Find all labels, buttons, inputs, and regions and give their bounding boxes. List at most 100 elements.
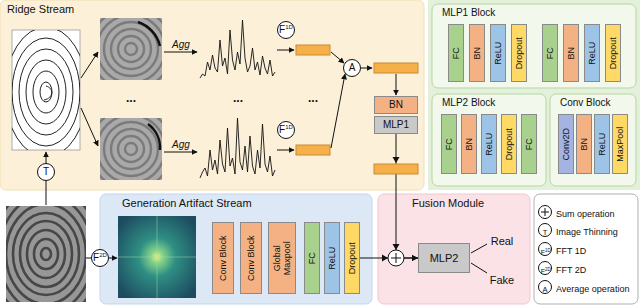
legend-symbol-text: 2D [545,267,551,272]
operation-label: Agg [172,39,190,50]
relu-layer: ReLU [594,114,610,174]
ridge [111,29,151,69]
layer-label: FC [451,47,461,59]
output-label: Real [491,235,514,247]
thinned-fingerprint [12,30,80,150]
selected-ridge [138,22,160,46]
fft2d-operator: F2D [91,249,109,267]
layer-label: Global Maxpool [272,238,293,278]
arrow-head [393,157,400,163]
operator-symbol: A [349,62,356,74]
layer-label: MLP1 [383,119,409,131]
arrow-head [382,255,388,262]
ridge [100,18,162,80]
ridge [100,118,162,180]
operator-superscript: 1D [285,24,293,31]
legend-symbol-text: F [541,249,545,256]
layer-label: FC [545,47,555,59]
operation-label: Agg [172,139,190,150]
operator-symbol: F [279,24,285,36]
legend-text: Sum operation [556,209,615,219]
layer-label: Conv Block [246,235,256,281]
legend-text: Average operation [556,284,629,294]
ridge [100,118,162,180]
layer-label: BN [579,138,589,151]
ridge [125,43,137,55]
relu-layer: ReLU [324,222,340,294]
stream-panel: Generation Artifact StreamConv BlockConv… [100,194,372,304]
fc-layer: FC [304,222,320,294]
connector [396,134,418,258]
flow-arrow [396,74,397,95]
selected-ridge [148,124,160,150]
ridge [100,18,162,80]
panel-title: Conv Block [560,97,611,109]
pool-layer: Global Maxpool [268,222,296,294]
ridge [26,60,66,124]
label-holder: T [543,221,548,239]
stream-panel-ground [0,0,424,190]
layer-label: BN [464,138,474,151]
fingerprint-ridges [6,206,86,302]
dropout-layer: Dropout [344,222,360,294]
label-holder: 2D [545,257,551,275]
ridge [111,129,151,169]
layer-label: MaxPool [615,126,625,161]
sum-symbol-plus [541,208,549,216]
legend-symbol-text: T [543,228,548,237]
ridge [6,206,86,302]
label-holder: 1D [545,238,551,256]
block-panel: MLP1 BlockFCBNReLUDropoutFCBNReLUDropout [432,4,636,88]
conv-block: Conv Block [212,222,234,294]
layer-label: BN [566,47,576,60]
layer-label: Dropout [347,242,357,274]
legend-symbol-text: F [541,268,545,275]
ridge-tile [100,118,162,180]
label-holder: Agg [172,134,190,152]
operator-symbol: F [279,124,285,136]
ridge [6,206,86,302]
ridge [44,86,52,100]
flow-arrow [81,52,98,78]
block-area [428,0,640,190]
legend-item: Sum operation [556,203,615,221]
feature-vector [374,164,418,174]
flow-arrow [81,108,98,146]
panel-title: Ridge Stream [7,3,74,16]
feature-vector [374,63,418,73]
ridge [100,118,162,180]
ellipsis: ... [126,91,136,105]
ridge [19,49,73,135]
legend-item: FFT 2D [556,259,586,277]
layer-label: ReLU [597,132,607,155]
fc-layer: FC [441,114,457,174]
operator-symbol: F [93,252,99,264]
layer-label: ReLU [587,41,597,64]
ridge-tile [100,18,162,80]
ridge-signal-chart [200,118,275,178]
legend-text: Image Thinning [556,227,618,237]
bn-layer: BN [461,114,477,174]
fft2d-symbol [539,262,552,275]
dropout-layer: Dropout [511,24,527,82]
block-panel-ground [432,4,636,88]
bn-layer: BN [576,114,592,174]
mlp-box: MLP1 [374,116,418,134]
legend-symbol-text: A [542,285,547,294]
mlp-box: MLP2 [418,243,470,273]
feature-vector [296,45,330,55]
ridge [104,122,158,176]
legend-symbol-text: 1D [545,248,551,253]
output-line [471,244,487,253]
layer-label: FC [307,252,317,264]
panel-title: MLP2 Block [442,97,495,109]
flow-arrow [331,74,345,148]
layer-label: Dropout [608,37,618,69]
ridge [12,38,80,146]
operator-superscript: 1D [285,124,293,131]
operator-superscript: 2D [99,252,107,259]
fusion-panel-ground [378,194,530,304]
ellipsis: ... [233,91,243,105]
fc-layer: FC [448,24,464,82]
ridge [118,36,144,62]
